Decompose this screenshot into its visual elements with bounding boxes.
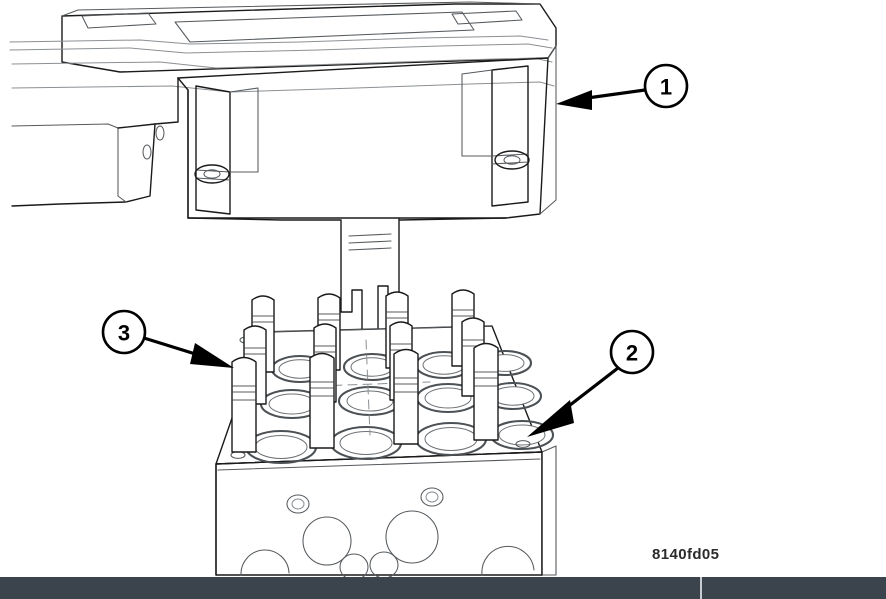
solenoid-pin <box>473 342 499 441</box>
callout-3[interactable]: 3 <box>101 309 147 355</box>
solenoid-pin <box>231 356 257 453</box>
figure-id-label: 8140fd05 <box>652 546 720 563</box>
callout-2[interactable]: 2 <box>609 329 655 375</box>
callout-1-label: 1 <box>660 75 672 100</box>
footer-bar <box>0 577 886 599</box>
solenoid-pin <box>393 348 419 445</box>
solenoid-pin <box>309 352 335 449</box>
callout-1[interactable]: 1 <box>643 63 689 109</box>
callout-2-label: 2 <box>626 341 638 366</box>
solenoid-valves <box>231 289 499 453</box>
control-module <box>9 1 557 331</box>
footer-divider <box>700 577 702 599</box>
callout-3-label: 3 <box>118 321 130 346</box>
callout-leaders <box>143 88 646 437</box>
